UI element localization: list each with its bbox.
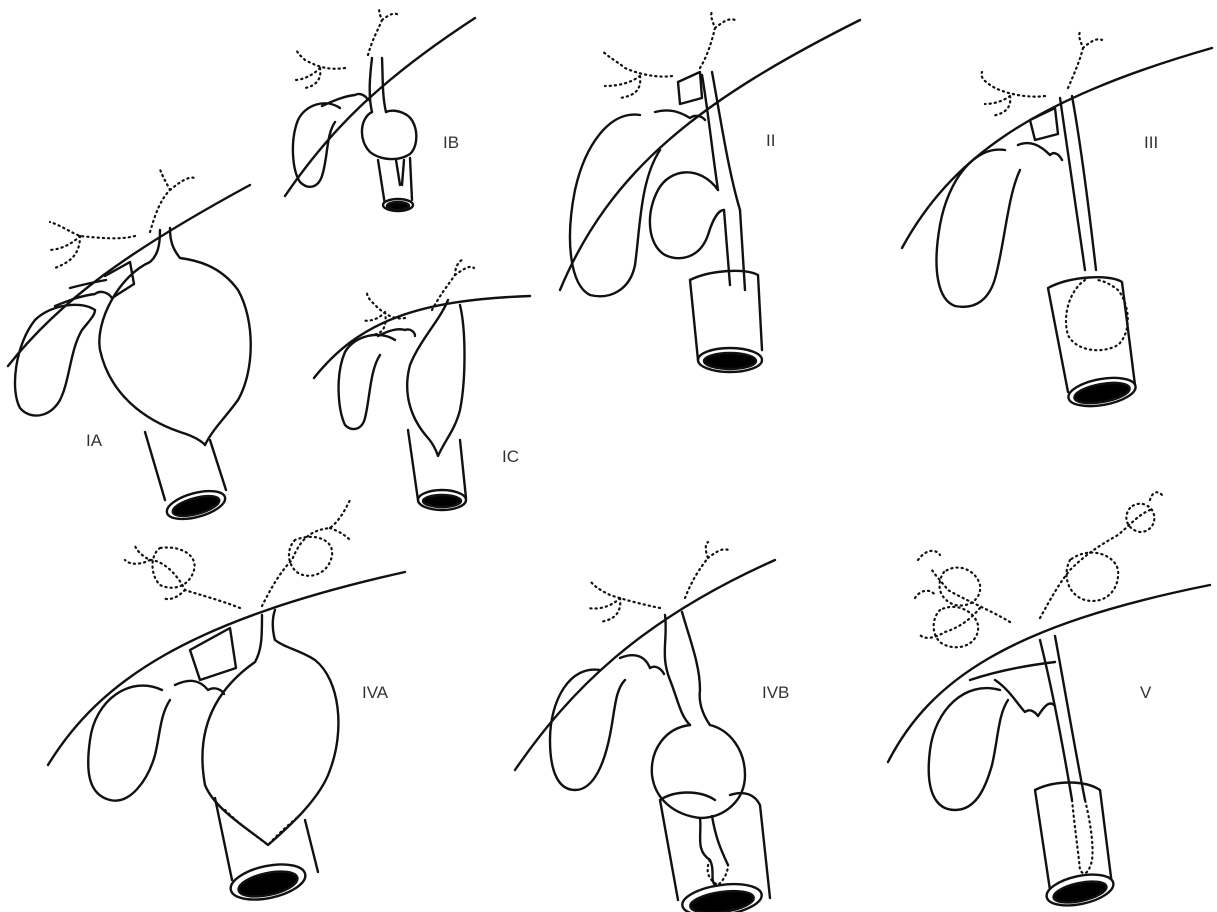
gallbladder [550, 670, 625, 790]
panel-label-ia: IA [86, 431, 103, 450]
cystic-duct [55, 280, 112, 306]
panel-ii: II [560, 12, 860, 372]
panel-label-ic: IC [502, 447, 519, 466]
duodenal-lumen [387, 202, 409, 210]
duodenum [690, 271, 762, 360]
cystic-duct [655, 110, 705, 120]
intrahepatic-cyst-left [153, 547, 195, 587]
panel-ic: IC [314, 260, 530, 510]
hilar-plate [678, 72, 702, 104]
cystic-duct [620, 655, 664, 674]
common-duct [702, 72, 740, 210]
duodenum [1035, 783, 1112, 891]
intrahepatic-ducts [588, 542, 728, 622]
cyst [407, 300, 464, 456]
panel-label-ii: II [766, 131, 775, 150]
distal-duct [724, 210, 745, 290]
liver-edge [314, 296, 530, 378]
panel-label-iii: III [1144, 133, 1158, 152]
cyst [202, 610, 338, 845]
intrahepatic-cyst-4 [1126, 504, 1154, 532]
gallbladder [570, 115, 660, 297]
panel-label-v: V [1140, 683, 1152, 702]
intrahepatic-ducts [48, 168, 195, 268]
duodenal-lumen [423, 495, 461, 507]
intrahepatic-ducts [920, 510, 1150, 638]
gallbladder [88, 686, 170, 801]
panel-iii: III [902, 32, 1212, 411]
hilar-plate [105, 262, 134, 298]
panel-iva: IVA [48, 500, 405, 906]
liver-edge [560, 20, 860, 290]
gallbladder [929, 688, 1008, 810]
common-duct-upper [665, 612, 710, 725]
duodenal-lumen [704, 353, 756, 369]
cyst [652, 725, 745, 818]
cystic-duct [1018, 143, 1062, 160]
peripheral-ducts [915, 492, 1162, 598]
panel-ivb: IVB [515, 542, 789, 912]
panel-ia: IA [8, 168, 251, 524]
panel-label-ivb: IVB [762, 683, 789, 702]
distal-duct [700, 816, 728, 885]
intrahepatic-ducts [982, 32, 1102, 116]
distal-duct [396, 160, 404, 185]
hilar-plate [190, 628, 236, 680]
intrahepatic-ducts [125, 500, 350, 608]
hilar-plate [970, 662, 1055, 680]
intrahepatic-cyst-right [289, 537, 332, 576]
intrahepatic-cyst-3 [1066, 553, 1118, 601]
cyst [362, 111, 416, 159]
panel-label-ib: IB [443, 133, 459, 152]
cystic-duct [175, 681, 224, 694]
gallbladder [339, 335, 395, 429]
choledochocele [1066, 280, 1128, 350]
panel-ib: IB [285, 8, 475, 211]
hilar-plate [1030, 108, 1058, 140]
panel-v: V [888, 492, 1210, 910]
panel-label-iva: IVA [362, 683, 389, 702]
diverticulum [650, 172, 724, 258]
liver-edge [515, 560, 775, 770]
duodenum [145, 432, 226, 500]
liver-edge [902, 48, 1212, 248]
common-duct [1060, 96, 1096, 270]
common-duct [1040, 636, 1085, 800]
gallbladder [936, 150, 1020, 307]
gallbladder [15, 305, 95, 416]
liver-edge [48, 572, 405, 765]
distal-duct [1072, 800, 1093, 873]
common-duct [370, 58, 386, 112]
